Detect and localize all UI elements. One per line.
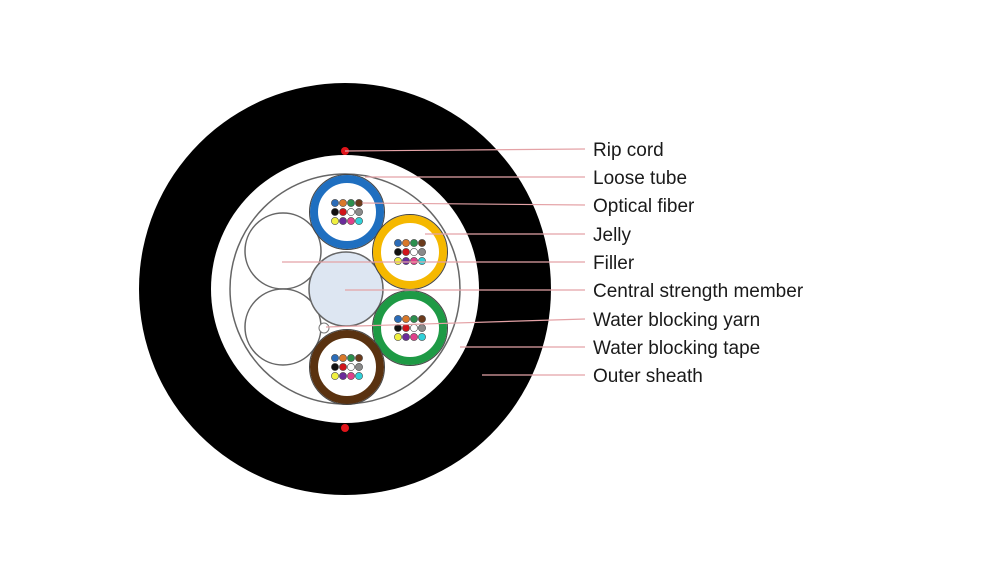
optical-fiber xyxy=(339,354,347,362)
optical-fiber xyxy=(331,199,339,207)
label-central-strength-member: Central strength member xyxy=(593,281,804,302)
optical-fiber xyxy=(418,248,426,256)
label-outer-sheath: Outer sheath xyxy=(593,366,703,387)
optical-fiber xyxy=(402,239,410,247)
optical-fiber xyxy=(410,248,418,256)
loose-tube xyxy=(373,215,447,289)
optical-fiber xyxy=(339,217,347,225)
optical-fiber xyxy=(331,208,339,216)
optical-fiber xyxy=(355,354,363,362)
loose-tube xyxy=(373,291,447,365)
optical-fiber xyxy=(418,324,426,332)
label-optical-fiber: Optical fiber xyxy=(593,196,695,217)
optical-fiber xyxy=(418,315,426,323)
optical-fiber xyxy=(339,208,347,216)
optical-fiber xyxy=(402,315,410,323)
optical-fiber xyxy=(394,257,402,265)
optical-fiber xyxy=(402,324,410,332)
water-blocking-yarn xyxy=(318,322,330,334)
optical-fiber xyxy=(402,333,410,341)
optical-fiber xyxy=(410,257,418,265)
optical-fiber xyxy=(402,248,410,256)
loose-tube xyxy=(310,175,384,249)
label-rip-cord: Rip cord xyxy=(593,140,664,161)
leader-rip-cord xyxy=(344,148,586,152)
label-water-blocking-tape: Water blocking tape xyxy=(593,338,760,359)
central-strength-member xyxy=(308,251,384,327)
optical-fiber xyxy=(402,257,410,265)
loose-tube xyxy=(310,330,384,404)
optical-fiber xyxy=(394,248,402,256)
optical-fiber xyxy=(418,333,426,341)
optical-fiber xyxy=(410,333,418,341)
optical-fiber xyxy=(347,372,355,380)
filler xyxy=(244,288,322,366)
optical-fiber xyxy=(355,363,363,371)
optical-fiber xyxy=(410,315,418,323)
optical-fiber xyxy=(355,372,363,380)
optical-fiber xyxy=(347,208,355,216)
optical-fiber xyxy=(394,324,402,332)
leader-optical-fiber xyxy=(361,202,586,206)
optical-fiber xyxy=(331,354,339,362)
optical-fiber xyxy=(410,239,418,247)
optical-fiber xyxy=(347,217,355,225)
optical-fiber xyxy=(331,372,339,380)
optical-fiber xyxy=(418,257,426,265)
cable-cross-section xyxy=(139,83,551,495)
optical-fiber xyxy=(347,199,355,207)
loose-tube-outline xyxy=(309,329,385,405)
optical-fiber xyxy=(394,333,402,341)
optical-fiber xyxy=(339,363,347,371)
optical-fiber xyxy=(331,217,339,225)
optical-fiber xyxy=(394,239,402,247)
optical-fiber xyxy=(347,354,355,362)
leader-water-blocking-yarn xyxy=(325,318,586,328)
filler xyxy=(244,212,322,290)
label-jelly: Jelly xyxy=(593,225,632,246)
optical-fiber xyxy=(347,363,355,371)
optical-fiber xyxy=(355,217,363,225)
optical-fiber xyxy=(339,199,347,207)
optical-fiber xyxy=(418,239,426,247)
optical-fiber xyxy=(394,315,402,323)
optical-fiber xyxy=(339,372,347,380)
loose-tube-outline xyxy=(309,174,385,250)
leader-lines xyxy=(282,148,586,376)
optical-fiber xyxy=(355,199,363,207)
label-water-blocking-yarn: Water blocking yarn xyxy=(593,310,760,331)
label-loose-tube: Loose tube xyxy=(593,168,687,189)
optical-fiber xyxy=(331,363,339,371)
rip-cord-bottom xyxy=(341,424,349,432)
optical-fiber xyxy=(410,324,418,332)
optical-fiber xyxy=(355,208,363,216)
label-filler: Filler xyxy=(593,253,635,274)
